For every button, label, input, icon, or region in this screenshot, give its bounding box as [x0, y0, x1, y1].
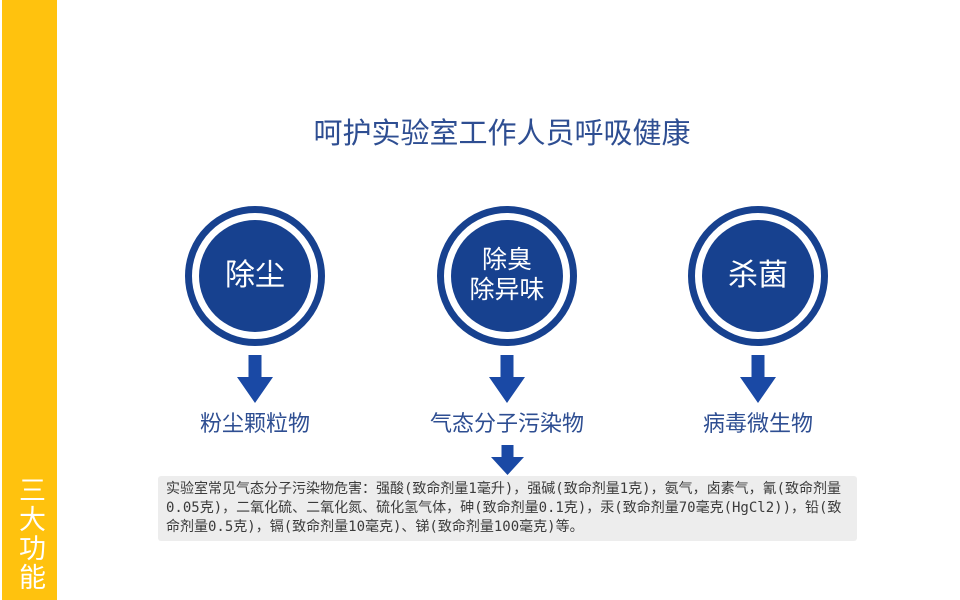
feature-sterilization: 杀菌 病毒微生物 — [648, 206, 868, 438]
circle-line: 除异味 — [469, 277, 545, 304]
hazard-infobox: 实验室常见气态分子污染物危害：强酸(致命剂量1毫升)，强碱(致命剂量1克)，氨气… — [158, 476, 857, 541]
feature-circle-text: 除尘 — [199, 220, 311, 332]
circle-line: 除臭 — [481, 246, 532, 274]
feature-circle: 除尘 — [185, 206, 325, 346]
feature-dust-removal: 除尘 粉尘颗粒物 — [145, 206, 365, 438]
down-arrow-icon — [740, 355, 776, 403]
circle-line: 杀菌 — [728, 259, 788, 292]
feature-circle-text: 除臭 除异味 — [451, 220, 563, 332]
sidebar-vertical-label: 三大功能 — [15, 476, 45, 592]
feature-target-label: 粉尘颗粒物 — [199, 411, 310, 436]
slide-title: 呵护实验室工作人员呼吸健康 — [313, 118, 691, 150]
sidebar-band: 三大功能 — [2, 0, 57, 600]
feature-circle: 杀菌 — [688, 206, 828, 346]
feature-target-label: 气态分子污染物 — [429, 411, 584, 436]
down-arrow-icon — [237, 355, 273, 403]
down-arrow-icon — [489, 355, 525, 403]
feature-circle-text: 杀菌 — [702, 220, 814, 332]
feature-odor-removal: 除臭 除异味 气态分子污染物 — [397, 206, 617, 475]
feature-target-label: 病毒微生物 — [702, 411, 813, 436]
down-arrow-icon — [490, 445, 524, 475]
feature-circle: 除臭 除异味 — [437, 206, 577, 346]
circle-line: 除尘 — [225, 259, 285, 292]
